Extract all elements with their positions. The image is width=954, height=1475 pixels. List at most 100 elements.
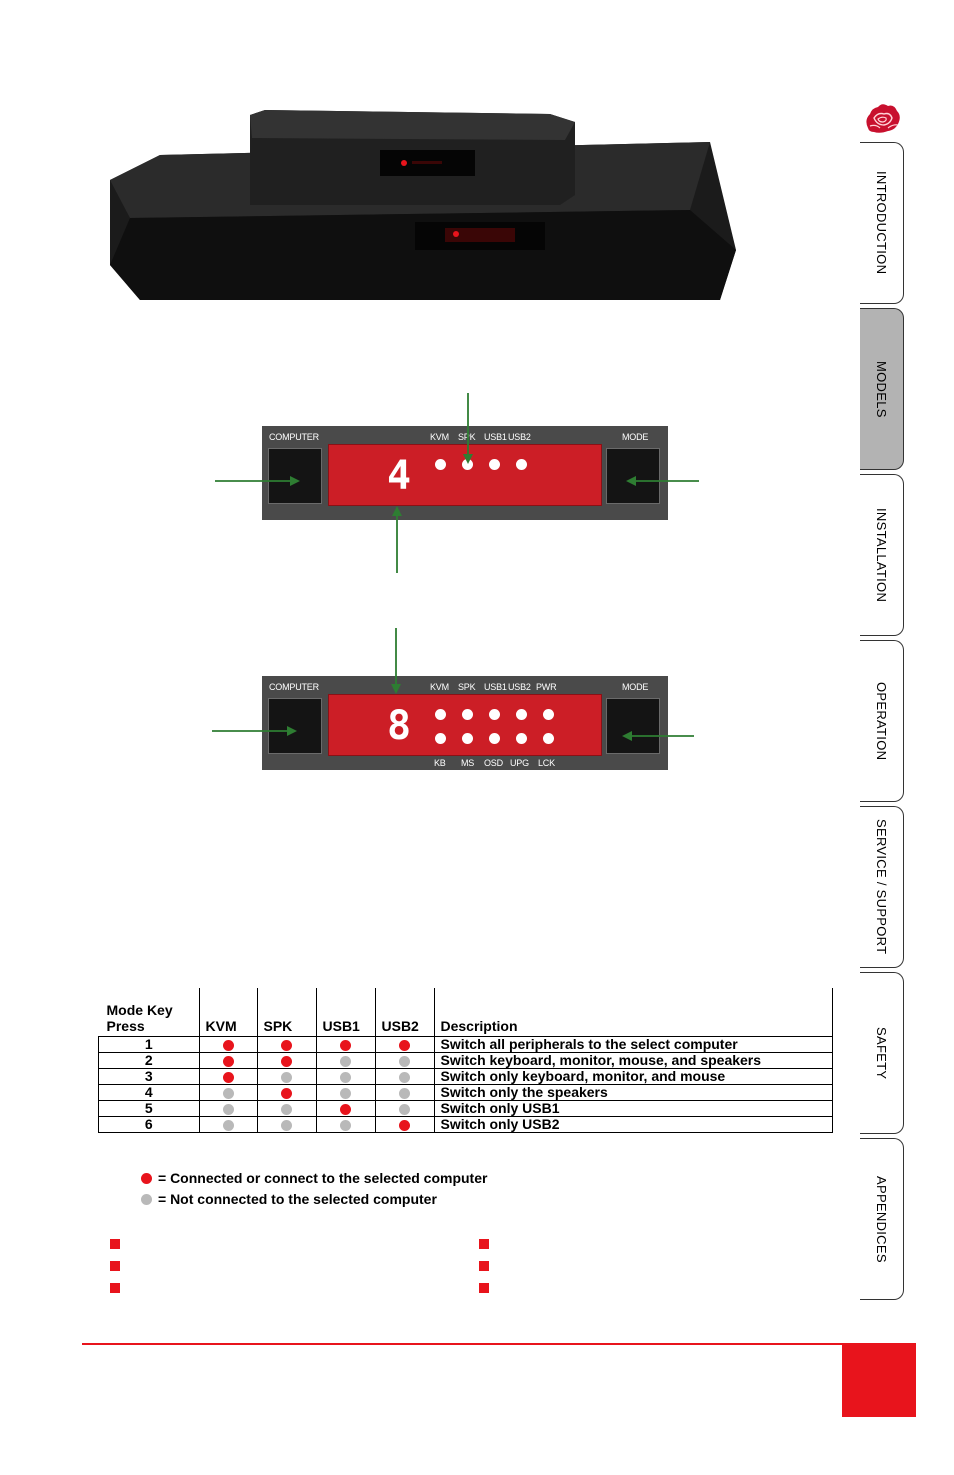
led-kb (435, 733, 446, 744)
led-pwr (543, 709, 554, 720)
col-usb2: USB2 (374, 988, 434, 1037)
led-label-usb2: USB2 (508, 432, 531, 442)
spk-cell (256, 1068, 317, 1085)
tab-label: SERVICE / SUPPORT (874, 819, 889, 955)
red-dot-icon (281, 1039, 292, 1051)
led-label-ms: MS (461, 758, 475, 768)
tab-label: OPERATION (874, 681, 889, 761)
led-spk (462, 709, 473, 720)
usb1-cell (315, 1068, 376, 1085)
led-label-upg: UPG (510, 758, 529, 768)
red-dot-icon (340, 1103, 351, 1115)
led-label-usb1: USB1 (484, 682, 507, 692)
usb2-cell (374, 1084, 435, 1101)
tab-service-support[interactable]: SERVICE / SUPPORT (860, 806, 904, 968)
led-label-osd: OSD (484, 758, 503, 768)
usb1-cell (315, 1036, 376, 1053)
product-photo (110, 110, 736, 300)
digit-display: 4 (387, 453, 412, 499)
callout-arrows (212, 393, 699, 741)
computer-label: COMPUTER (269, 682, 319, 692)
usb2-cell (374, 1116, 435, 1133)
computer-label: COMPUTER (269, 432, 319, 442)
led-label-spk: SPK (458, 432, 476, 442)
spk-cell (256, 1036, 317, 1053)
tab-introduction[interactable]: INTRODUCTION (860, 142, 904, 304)
red-dot-icon (281, 1087, 292, 1099)
usb1-cell (315, 1052, 376, 1069)
description-cell: Switch only keyboard, monitor, and mouse (433, 1068, 833, 1085)
mode-key-cell: 2 (98, 1052, 200, 1069)
kvm-cell (198, 1036, 258, 1053)
mode-key-cell: 3 (98, 1068, 200, 1085)
red-dot-icon (222, 1055, 234, 1067)
tab-safety[interactable]: SAFETY (860, 972, 904, 1134)
col-usb1: USB1 (315, 988, 375, 1037)
led-label-spk: SPK (458, 682, 476, 692)
mode-key-table: Mode Key Press KVM SPK USB1 USB2 Descrip… (98, 988, 833, 1133)
table-row: 3 Switch only keyboard, monitor, and mous… (98, 1068, 833, 1085)
tab-label: MODELS (874, 360, 889, 418)
tab-models[interactable]: MODELS (860, 308, 904, 470)
tab-label: APPENDICES (874, 1175, 889, 1263)
col-description: Description (433, 988, 833, 1037)
legend-not-connected-text: = Not connected to the selected computer (158, 1191, 437, 1207)
led-kvm (435, 709, 446, 720)
usb2-cell (374, 1052, 435, 1069)
red-dot-icon (222, 1039, 234, 1051)
bullet-square-icon (110, 1283, 120, 1293)
bullet-square-icon (479, 1283, 489, 1293)
table-row: 2 Switch keyboard, monitor, mouse, and sp… (98, 1052, 833, 1069)
led-usb1 (489, 459, 500, 470)
tab-appendices[interactable]: APPENDICES (860, 1138, 904, 1300)
gray-dot-icon (281, 1071, 292, 1083)
bullet-square-icon (479, 1261, 489, 1271)
legend-connected-text: = Connected or connect to the selected c… (158, 1170, 488, 1186)
gray-dot-icon (399, 1103, 410, 1115)
mode-button[interactable] (606, 698, 660, 754)
gray-dot-icon (399, 1087, 410, 1099)
led-label-pwr: PWR (536, 682, 557, 692)
page-number-box (842, 1345, 916, 1417)
usb2-cell (374, 1036, 435, 1053)
usb2-cell (374, 1068, 435, 1085)
kvm-cell (198, 1100, 258, 1117)
legend-not-connected: = Not connected to the selected computer (141, 1191, 437, 1207)
bullet-square-icon (110, 1239, 120, 1249)
red-dot-icon (340, 1039, 351, 1051)
usb2-cell (374, 1100, 435, 1117)
led-label-kvm: KVM (430, 432, 449, 442)
gray-dot-icon (399, 1071, 410, 1083)
mode-key-cell: 6 (98, 1116, 200, 1133)
led-label-kvm: KVM (430, 682, 449, 692)
description-cell: Switch only USB1 (433, 1100, 833, 1117)
bullet-square-icon (110, 1261, 120, 1271)
red-dot-icon (141, 1172, 152, 1184)
description-cell: Switch keyboard, monitor, mouse, and spe… (433, 1052, 833, 1069)
gray-dot-icon (222, 1119, 234, 1131)
led-upg (516, 733, 527, 744)
gray-dot-icon (340, 1087, 351, 1099)
led-spk (462, 459, 473, 470)
gray-dot-icon (340, 1071, 351, 1083)
led-usb2 (516, 709, 527, 720)
mode-label: MODE (622, 682, 649, 692)
usb1-cell (315, 1100, 376, 1117)
tab-operation[interactable]: OPERATION (860, 640, 904, 802)
led-display: 8 (328, 694, 602, 756)
bullet-square-icon (479, 1239, 489, 1249)
rose-logo-icon (866, 104, 900, 133)
legend-connected: = Connected or connect to the selected c… (141, 1170, 487, 1186)
gray-dot-icon (340, 1119, 351, 1131)
mode-label: MODE (622, 432, 649, 442)
led-label-kb: KB (434, 758, 446, 768)
led-osd (489, 733, 500, 744)
kvm-cell (198, 1052, 258, 1069)
tab-label: INTRODUCTION (874, 171, 889, 275)
tab-installation[interactable]: INSTALLATION (860, 474, 904, 636)
led-lck (543, 733, 554, 744)
